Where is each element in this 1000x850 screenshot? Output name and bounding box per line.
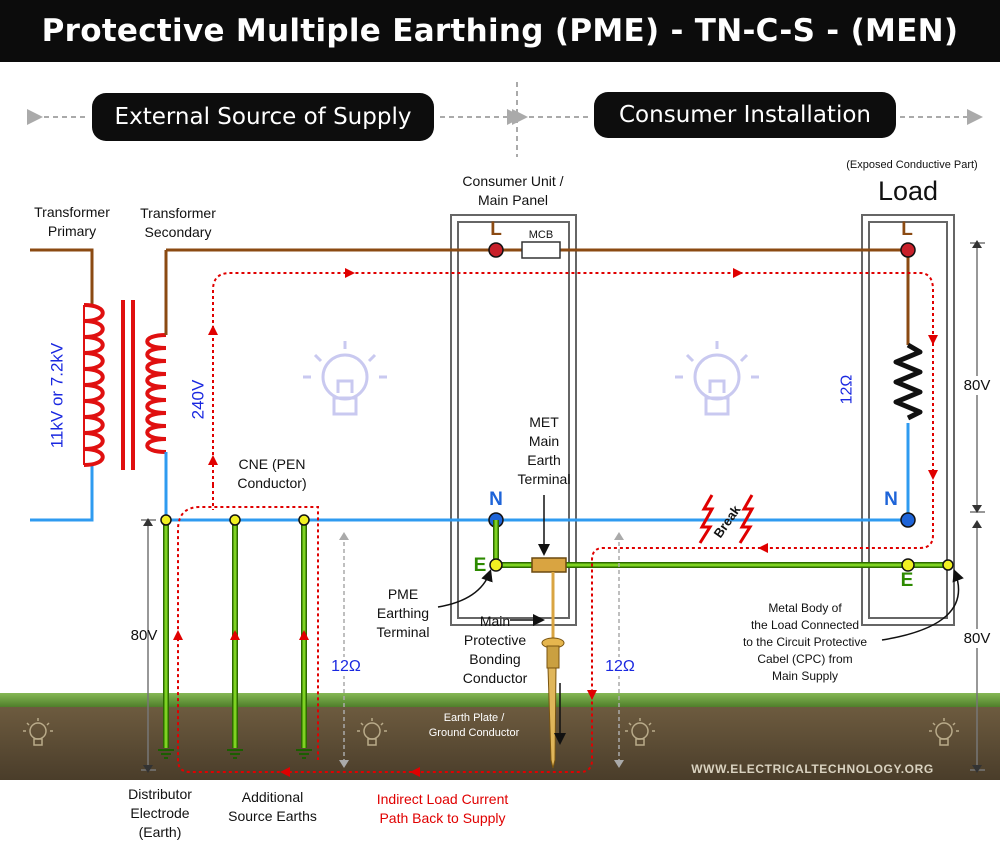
primary-live-wire [30, 248, 94, 305]
load-resistor [893, 342, 923, 421]
transformer [30, 248, 168, 522]
primary-coil [83, 303, 105, 467]
callout-arrows [437, 495, 964, 641]
mcb-breaker [521, 241, 561, 259]
voltage-right-top-label: 80V [957, 376, 997, 395]
ground-symbol-icon [157, 749, 175, 759]
ground-symbol-icon [295, 749, 313, 759]
earth-junctions [160, 514, 954, 572]
fault-current-path [177, 272, 934, 773]
ground-resistance-label-1: 12Ω [326, 657, 366, 676]
load-live-terminal-label: L [901, 219, 913, 240]
primary-neutral-wire [30, 465, 94, 522]
transformer-core [121, 300, 125, 470]
section-arrows [27, 82, 983, 157]
voltage-left-label: 80V [130, 627, 158, 644]
ground-symbol-icon [226, 749, 244, 759]
load-title: Load [877, 176, 939, 206]
voltage-right-bottom-label: 80V [957, 629, 997, 648]
page-title: Protective Multiple Earthing (PME) - TN-… [0, 0, 1000, 62]
met-bar [531, 557, 567, 573]
ground-surface [0, 693, 1000, 707]
exposed-part-label: (Exposed Conductive Part) [846, 159, 978, 171]
lightbulb-icon [22, 717, 54, 746]
consumer-unit-label: Consumer Unit /Main Panel [462, 173, 564, 208]
live-conductor [166, 248, 910, 345]
ground-resistance-lines [343, 535, 620, 765]
voltage-dimension-lines [141, 242, 985, 771]
mcb-label: MCB [528, 229, 554, 241]
watermark: WWW.ELECTRICALTECHNOLOGY.ORG [691, 762, 934, 776]
lightbulb-icon [356, 717, 388, 746]
consumer-unit-box [450, 214, 577, 626]
section-external-source: External Source of Supply [92, 93, 434, 141]
section-consumer-installation: Consumer Installation [594, 92, 896, 138]
load-resistance-label: 12Ω [838, 374, 856, 405]
cu-live-terminal [488, 242, 504, 258]
cu-live-terminal-label: L [490, 219, 502, 240]
load-neutral-terminal-label: N [884, 489, 898, 510]
earth-rod-icon [541, 572, 566, 769]
lightbulb-icon [673, 339, 761, 416]
load-box [861, 214, 955, 626]
primary-voltage-label: 11kV or 7.2kV [47, 342, 67, 449]
secondary-coil [145, 333, 167, 454]
load-neutral-terminal [900, 512, 916, 528]
cu-neutral-terminal-label: N [489, 489, 503, 510]
lightbulb-icon [624, 717, 656, 746]
ground-resistance-label-2: 12Ω [600, 657, 640, 676]
load-earth-terminal-label: E [900, 570, 914, 591]
load-live-terminal [900, 242, 916, 258]
lightbulb-icon [928, 717, 960, 746]
break-symbol [698, 494, 755, 544]
fault-path-arrows [173, 268, 938, 777]
secondary-voltage-label: 240V [188, 379, 208, 420]
earth-plate-label: Earth Plate /Ground Conductor [428, 712, 520, 739]
cu-earth-terminal-label: E [473, 555, 487, 576]
lightbulb-icon [301, 339, 389, 416]
